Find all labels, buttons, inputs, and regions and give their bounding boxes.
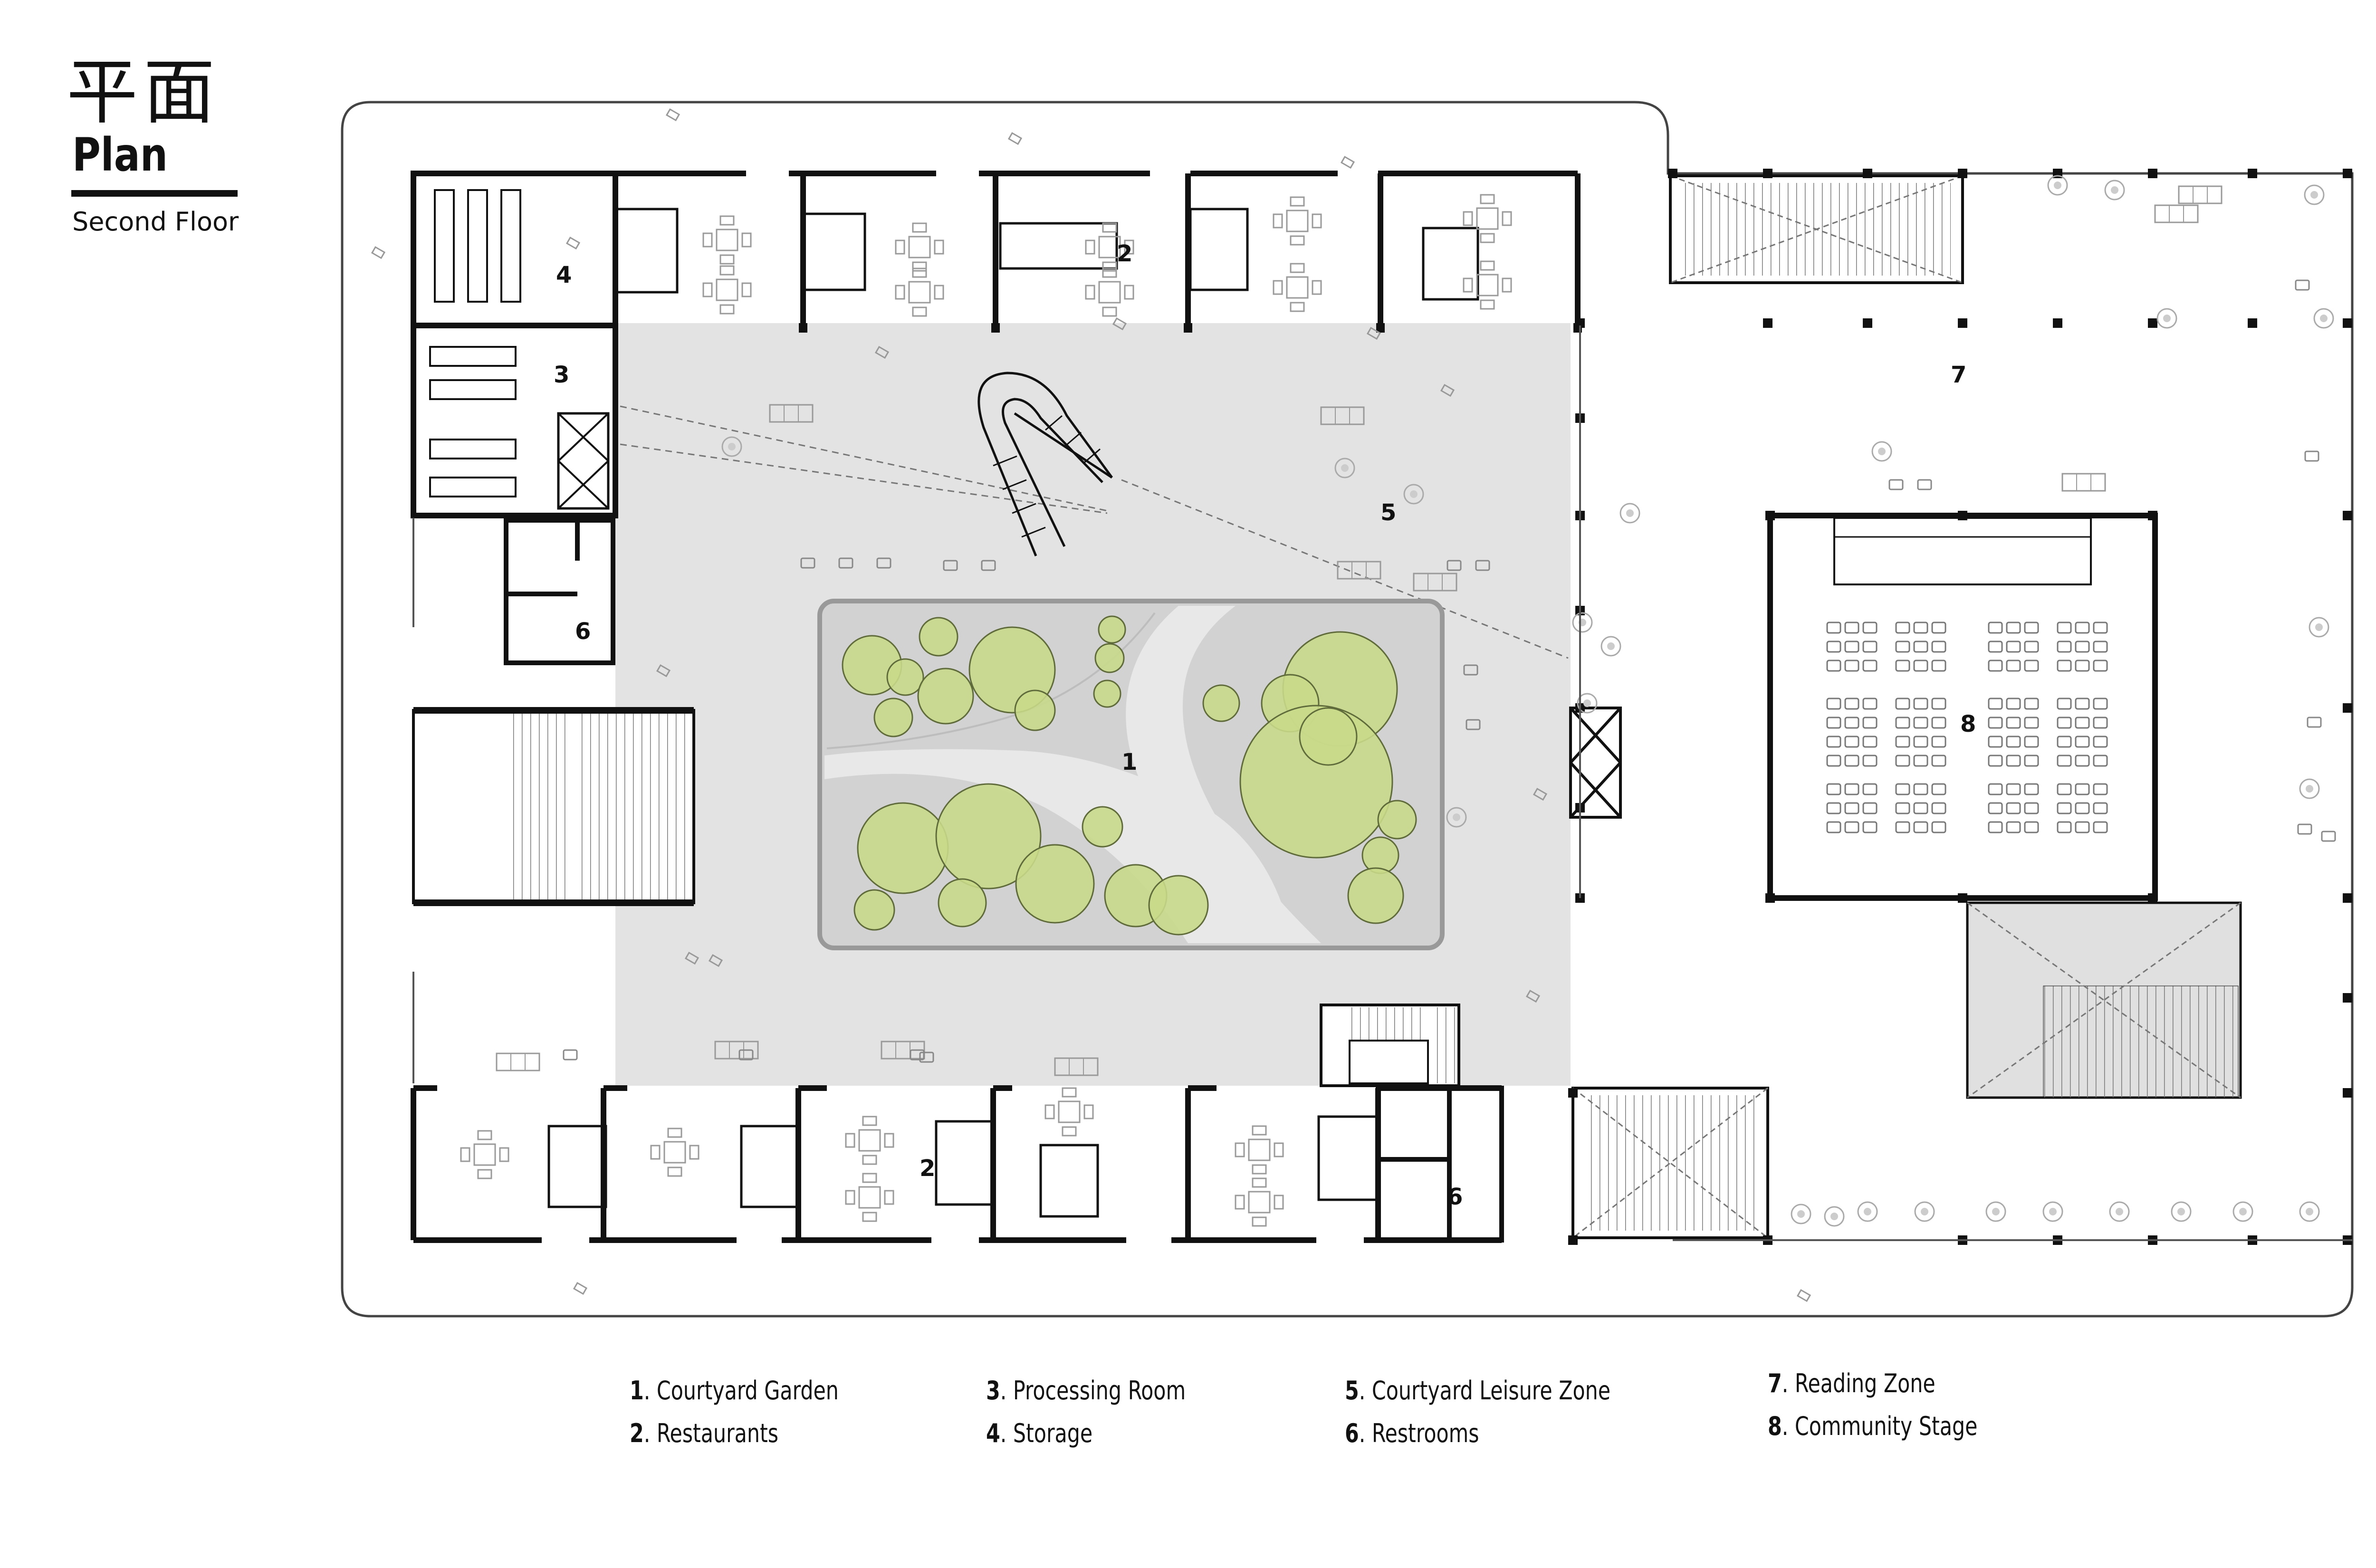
garden-trees xyxy=(842,615,1417,936)
title-underline xyxy=(71,190,238,197)
south-restaurants xyxy=(411,1085,1502,1243)
legend-item-8: 8. Community Stage xyxy=(1768,1411,1978,1441)
restroom-east xyxy=(1376,1086,1504,1243)
terrace-outline xyxy=(341,101,2354,1318)
legend-item-7: 7. Reading Zone xyxy=(1768,1368,1935,1398)
zone-label-community-stage: 8 xyxy=(1960,711,1976,737)
legend-item-4: 4. Storage xyxy=(986,1418,1093,1448)
east-elevator xyxy=(1569,707,1622,819)
zone-label-leisure-zone: 5 xyxy=(1380,499,1396,526)
south-east-stair xyxy=(1571,1087,1769,1239)
zone-label-processing-room: 3 xyxy=(554,362,569,388)
spiral-stair xyxy=(977,372,1113,556)
floor-subtitle: Second Floor xyxy=(72,207,239,237)
title-plan: Plan xyxy=(72,128,168,182)
title-chinese: 平面 xyxy=(67,51,221,134)
furniture xyxy=(371,108,2336,1302)
zone-label-storage: 4 xyxy=(556,262,572,288)
processing-room xyxy=(411,323,618,518)
stage-seating xyxy=(1826,621,2108,833)
legend-item-3: 3. Processing Room xyxy=(986,1376,1186,1405)
zone-label-restrooms-east: 6 xyxy=(1447,1184,1463,1210)
courtyard-stair xyxy=(1320,1004,1460,1087)
legend-item-2: 2. Restaurants xyxy=(630,1418,779,1448)
legend-item-1: 1. Courtyard Garden xyxy=(630,1376,839,1405)
storage-room xyxy=(411,171,618,328)
zone-label-courtyard-garden: 1 xyxy=(1121,749,1137,775)
legend-item-5: 5. Courtyard Leisure Zone xyxy=(1345,1376,1611,1405)
legend-item-6: 6. Restrooms xyxy=(1345,1418,1479,1448)
zone-label-restrooms-west: 6 xyxy=(575,618,591,645)
north-east-stair xyxy=(1669,174,1964,284)
zone-label-restaurants-south: 2 xyxy=(920,1155,935,1182)
zone-label-restaurants-north: 2 xyxy=(1117,240,1132,267)
zone-label-reading-zone: 7 xyxy=(1951,362,1966,388)
west-stair xyxy=(412,707,695,906)
restroom-west xyxy=(504,518,615,665)
